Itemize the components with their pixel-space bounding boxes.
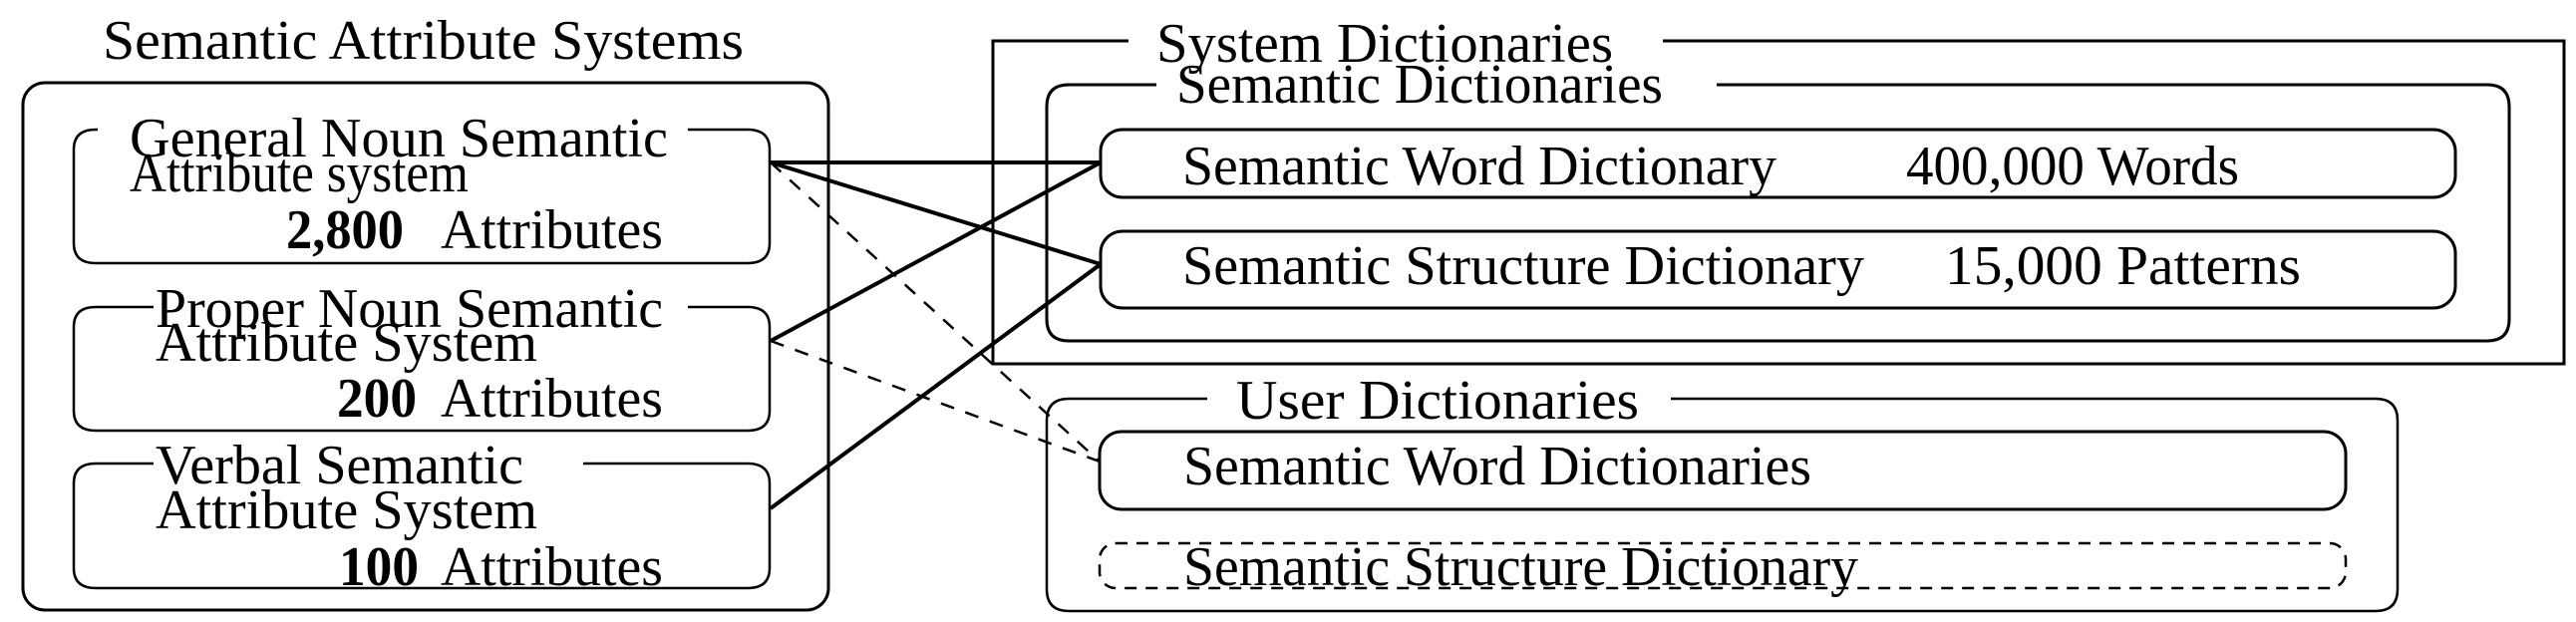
attribute-systems-title: Semantic Attribute Systems [103, 10, 744, 72]
user-semantic-word-dictionaries-box[interactable]: Semantic Word Dictionaries [1098, 430, 2348, 511]
verbal-title-line1: Verbal Semantic [156, 435, 523, 496]
verbal-system-box[interactable]: Verbal Semantic Attribute System 100 Att… [72, 435, 772, 598]
user-semantic-structure-dictionary-box[interactable]: Semantic Structure Dictionary [1098, 536, 2348, 598]
general-noun-count: 2,800 [286, 199, 404, 261]
proper-noun-count: 200 [337, 368, 417, 430]
general-noun-box-border [72, 128, 772, 265]
user-semantic-word-dictionaries-name: Semantic Word Dictionaries [1183, 436, 1811, 497]
user-dictionaries-panel: User Dictionaries Semantic Word Dictiona… [1045, 370, 2400, 613]
verbal-title-line2: Attribute System [156, 479, 537, 541]
user-semantic-structure-dictionary-border [1098, 541, 2348, 590]
system-dictionaries-frame [991, 39, 2566, 366]
connector-proper-to-word-dictionary [770, 160, 1102, 343]
semantic-structure-dictionary-border [1099, 229, 2457, 310]
connector-general-to-structure-dictionary [770, 160, 1102, 266]
semantic-structure-dictionary-size: 15,000 Patterns [1945, 235, 2301, 297]
connectors [769, 160, 1103, 510]
user-semantic-structure-dictionary-name: Semantic Structure Dictionary [1183, 536, 1858, 598]
user-semantic-word-dictionaries-border [1098, 430, 2348, 511]
verbal-count: 100 [339, 536, 419, 598]
general-noun-title-line1: General Noun Semantic [130, 108, 668, 169]
proper-noun-unit: Attributes [441, 368, 663, 430]
semantic-dictionaries-frame [1045, 83, 2511, 343]
attribute-systems-frame [21, 81, 830, 612]
semantic-dictionaries-title: Semantic Dictionaries [1176, 54, 1663, 116]
connector-verbal-to-structure-dictionary [769, 262, 1103, 510]
proper-noun-box-border [72, 305, 772, 433]
user-dictionaries-frame [1045, 397, 2400, 613]
verbal-unit: Attributes [441, 536, 663, 598]
system-dictionaries-panel: System Dictionaries Semantic Dictionarie… [991, 13, 2566, 366]
semantic-word-dictionary-box[interactable]: Semantic Word Dictionary 400,000 Words [1099, 128, 2457, 199]
user-dictionaries-title: User Dictionaries [1236, 370, 1639, 432]
semantic-word-dictionary-size: 400,000 Words [1906, 136, 2239, 197]
verbal-box-border [72, 462, 772, 590]
proper-noun-title-line1: Proper Noun Semantic [156, 278, 663, 340]
connector-general-to-user-word-dictionaries [770, 161, 1101, 463]
general-noun-system-box[interactable]: General Noun Semantic Attribute system 2… [72, 108, 772, 265]
system-dictionaries-title: System Dictionaries [1156, 13, 1613, 75]
attribute-systems-panel: Semantic Attribute Systems General Noun … [21, 10, 830, 612]
proper-noun-system-box[interactable]: Proper Noun Semantic Attribute System 20… [72, 278, 772, 433]
general-noun-unit: Attributes [441, 199, 663, 261]
connector-proper-to-user-word-dictionaries [770, 339, 1101, 464]
proper-noun-title-line2: Attribute System [156, 312, 537, 374]
semantic-structure-dictionary-box[interactable]: Semantic Structure Dictionary 15,000 Pat… [1099, 229, 2457, 310]
semantic-word-dictionary-name: Semantic Word Dictionary [1182, 136, 1776, 197]
semantic-structure-dictionary-name: Semantic Structure Dictionary [1182, 235, 1864, 297]
general-noun-title-line2: Attribute system [130, 143, 469, 204]
